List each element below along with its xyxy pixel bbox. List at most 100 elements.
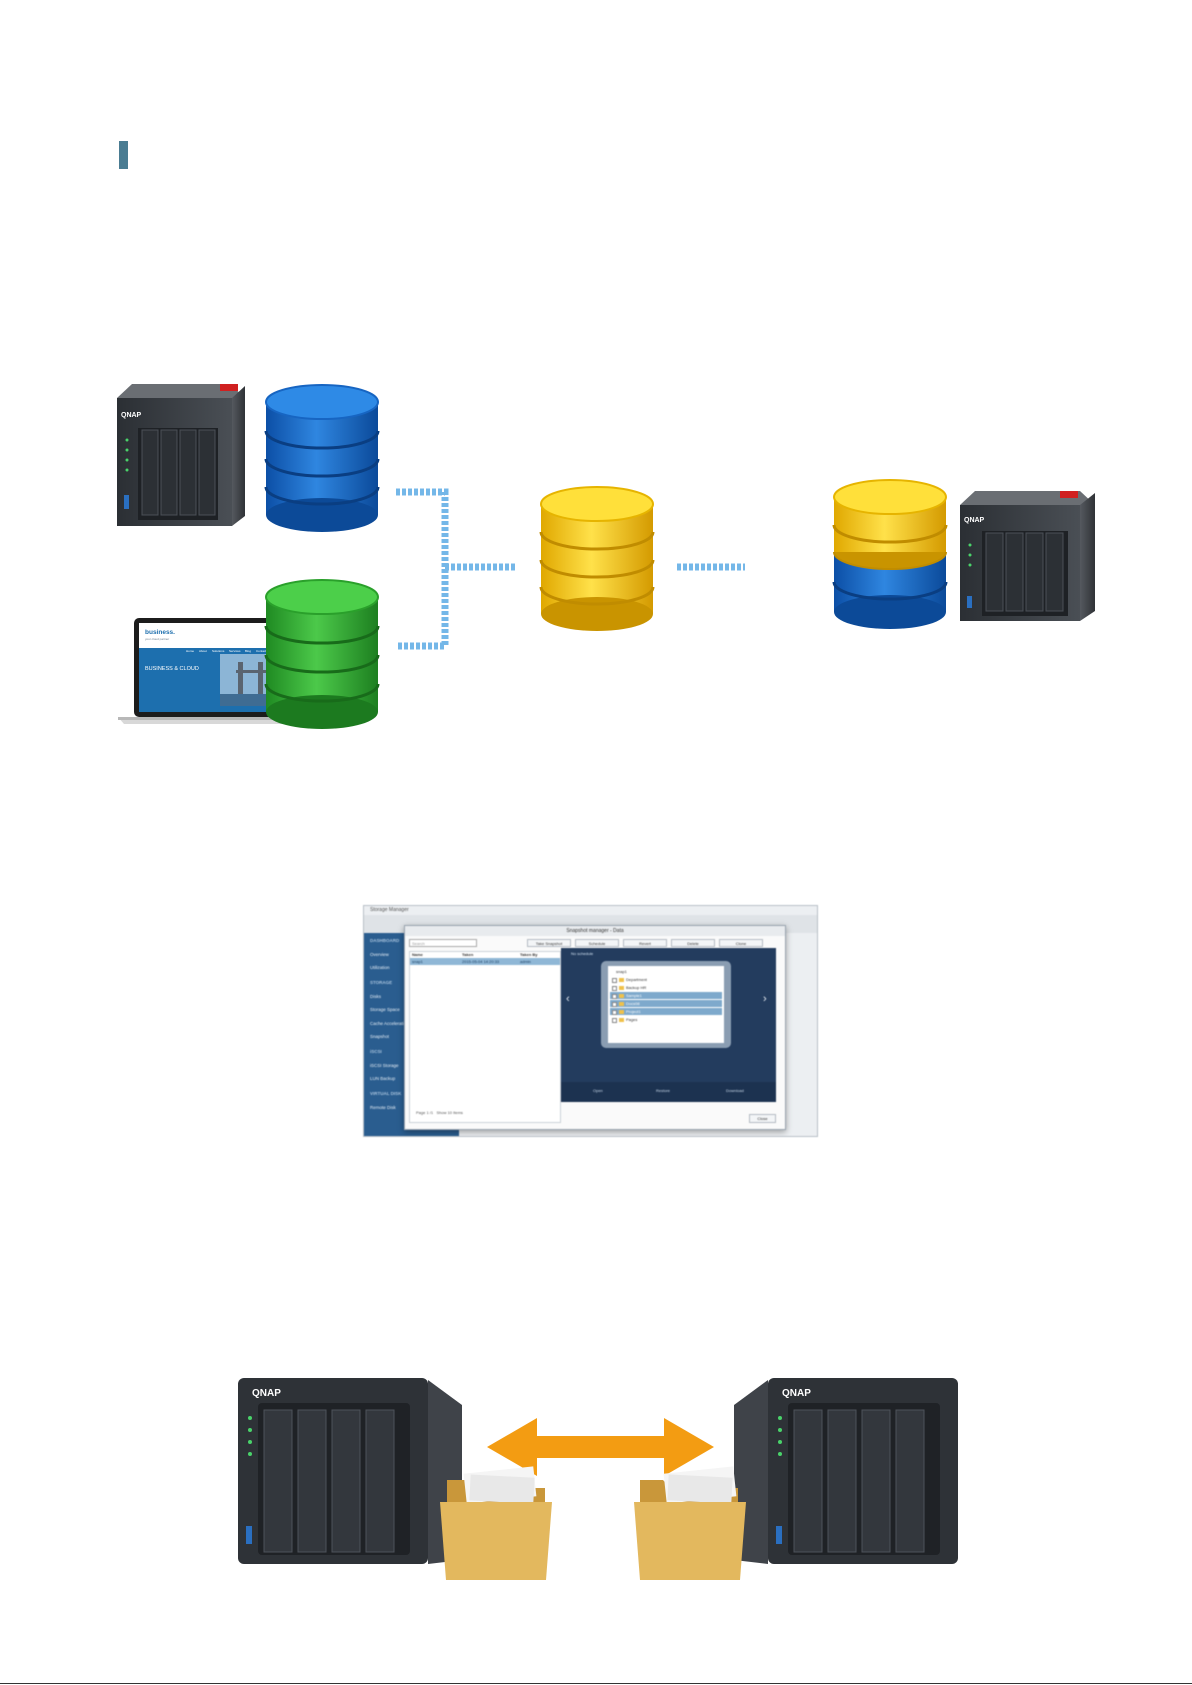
checkbox[interactable]	[612, 993, 617, 999]
restore-button[interactable]: Restore	[656, 1088, 671, 1093]
folder-label: Docs08	[626, 1001, 640, 1006]
right-folder-icon	[634, 1466, 746, 1580]
download-button[interactable]: Download	[726, 1088, 744, 1093]
sync-arrow-icon	[487, 1418, 714, 1476]
delete-button[interactable]: Delete	[671, 939, 715, 947]
checkbox[interactable]	[612, 1001, 617, 1007]
backup-flow-diagram: QNAP business. your cloud partner BUSINE…	[117, 384, 1095, 729]
table-cell-taken-by: admin	[520, 959, 531, 964]
table-cell-taken: 2015-05-04 14:20:33	[462, 959, 500, 964]
chevron-right-icon[interactable]: ›	[763, 993, 767, 1005]
destination-nas: QNAP	[960, 491, 1095, 621]
list-item[interactable]: Pages	[610, 1016, 722, 1023]
open-button[interactable]: Open	[593, 1088, 603, 1093]
nas-logo: QNAP	[252, 1388, 281, 1399]
list-item[interactable]: Docs08	[610, 1000, 722, 1007]
folder-label: Sample1	[626, 993, 642, 998]
left-folder-icon	[440, 1466, 552, 1580]
sidebar-item-cache[interactable]: Cache Acceleration	[370, 1021, 409, 1026]
checkbox[interactable]	[612, 1009, 617, 1015]
source-nas: QNAP	[117, 384, 245, 526]
sidebar-item-snapshot[interactable]: Snapshot	[370, 1034, 390, 1039]
laptop-brand: business.	[145, 629, 175, 636]
chevron-left-icon[interactable]: ‹	[566, 993, 570, 1005]
laptop-nav-4: Blog	[245, 649, 251, 653]
window-title: Storage Manager	[370, 907, 409, 913]
table-cell-name: snap1	[412, 959, 423, 964]
preview-file-list: snap1 Department Backup HR Sample1 Docs0…	[608, 966, 724, 1043]
list-item[interactable]: Department	[610, 976, 722, 983]
folder-icon	[619, 977, 624, 982]
pager-page: Page 1 /1	[416, 1110, 434, 1115]
schedule-button[interactable]: Schedule	[575, 939, 619, 947]
snapshot-database	[539, 486, 655, 631]
snapshot-dialog: Snapshot manager - Data Search Take Snap…	[404, 925, 786, 1130]
folder-icon	[619, 993, 624, 998]
folder-icon	[619, 1009, 624, 1014]
column-header-taken-by[interactable]: Taken By	[520, 952, 538, 957]
left-nas: QNAP	[238, 1378, 462, 1564]
sidebar-item-iscsi-storage[interactable]: iSCSI Storage	[370, 1063, 399, 1068]
list-item[interactable]: Sample1	[610, 992, 722, 999]
checkbox[interactable]	[612, 977, 617, 983]
connector-lines	[396, 488, 745, 650]
dialog-title: Snapshot manager - Data	[405, 926, 785, 936]
nas-logo: QNAP	[782, 1388, 811, 1399]
column-header-name[interactable]: Name	[412, 952, 423, 957]
nas-logo: QNAP	[121, 412, 142, 419]
laptop-nav-1: About	[199, 649, 207, 653]
nas-sync-diagram: QNAP QNAP	[238, 1378, 958, 1580]
column-header-taken[interactable]: Taken	[462, 952, 474, 957]
schedule-status: No schedule	[571, 951, 594, 956]
sidebar-item-iscsi[interactable]: iSCSI	[370, 1049, 382, 1054]
sidebar-item-remote-disk[interactable]: Remote Disk	[370, 1105, 396, 1110]
revert-button[interactable]: Revert	[623, 939, 667, 947]
snapshot-table: Name Taken Taken By snap1 2015-05-04 14:…	[409, 951, 561, 1123]
pager[interactable]: Page 1 /1 Show 10 Items	[416, 1110, 463, 1115]
toolbar: Search Take Snapshot Schedule Revert Del…	[409, 939, 781, 948]
laptop-nav-3: Services	[229, 649, 241, 653]
snapshot-manager-window: Storage Manager DASHBOARD Overview Utili…	[363, 905, 818, 1137]
checkbox[interactable]	[612, 1017, 617, 1023]
take-snapshot-button[interactable]: Take Snapshot	[527, 939, 571, 947]
preview-root: snap1	[616, 969, 627, 974]
laptop-nav-0: Home	[186, 649, 194, 653]
snapshot-preview: No schedule ‹ › snap1 Department Backup …	[561, 948, 776, 1102]
close-button[interactable]: Close	[749, 1114, 776, 1123]
green-database	[264, 579, 380, 729]
laptop-nav-2: Solutions	[212, 649, 225, 653]
sidebar-item-storage[interactable]: STORAGE	[370, 980, 393, 985]
replica-database	[832, 479, 948, 629]
laptop-headline: BUSINESS & CLOUD	[145, 666, 199, 672]
laptop-brand-sub: your cloud partner	[145, 637, 169, 641]
checkbox[interactable]	[612, 985, 617, 991]
right-nas: QNAP	[734, 1378, 958, 1564]
laptop-nav-5: Contact	[256, 649, 267, 653]
list-item[interactable]: Project1	[610, 1008, 722, 1015]
list-item[interactable]: Backup HR	[610, 984, 722, 991]
sidebar-item-utilization[interactable]: Utilization	[370, 965, 390, 970]
folder-label: Department	[626, 977, 647, 982]
sidebar-item-disks[interactable]: Disks	[370, 994, 381, 999]
bottom-rule	[0, 1683, 1192, 1684]
sidebar-item-dashboard[interactable]: DASHBOARD	[370, 938, 400, 943]
blue-database	[264, 384, 380, 532]
sidebar-item-virtual-disk[interactable]: VIRTUAL DISK	[370, 1091, 402, 1096]
preview-actions: Open Restore Download	[561, 1082, 776, 1102]
section-marker	[119, 141, 128, 169]
sidebar-item-storage-space[interactable]: Storage Space	[370, 1007, 400, 1012]
search-input[interactable]: Search	[409, 939, 477, 947]
folder-label: Pages	[626, 1017, 638, 1022]
folder-icon	[619, 1017, 624, 1022]
folder-label: Backup HR	[626, 985, 647, 990]
folder-label: Project1	[626, 1009, 641, 1014]
folder-icon	[619, 985, 624, 990]
nas-logo: QNAP	[964, 517, 985, 524]
sidebar-item-overview[interactable]: Overview	[370, 952, 389, 957]
sidebar-item-lun-backup[interactable]: LUN Backup	[370, 1076, 396, 1081]
table-row[interactable]	[410, 958, 560, 965]
clone-button[interactable]: Clone	[719, 939, 763, 947]
preview-frame: snap1 Department Backup HR Sample1 Docs0…	[601, 961, 731, 1048]
folder-icon	[619, 1001, 624, 1006]
pager-show: Show 10 Items	[436, 1110, 463, 1115]
